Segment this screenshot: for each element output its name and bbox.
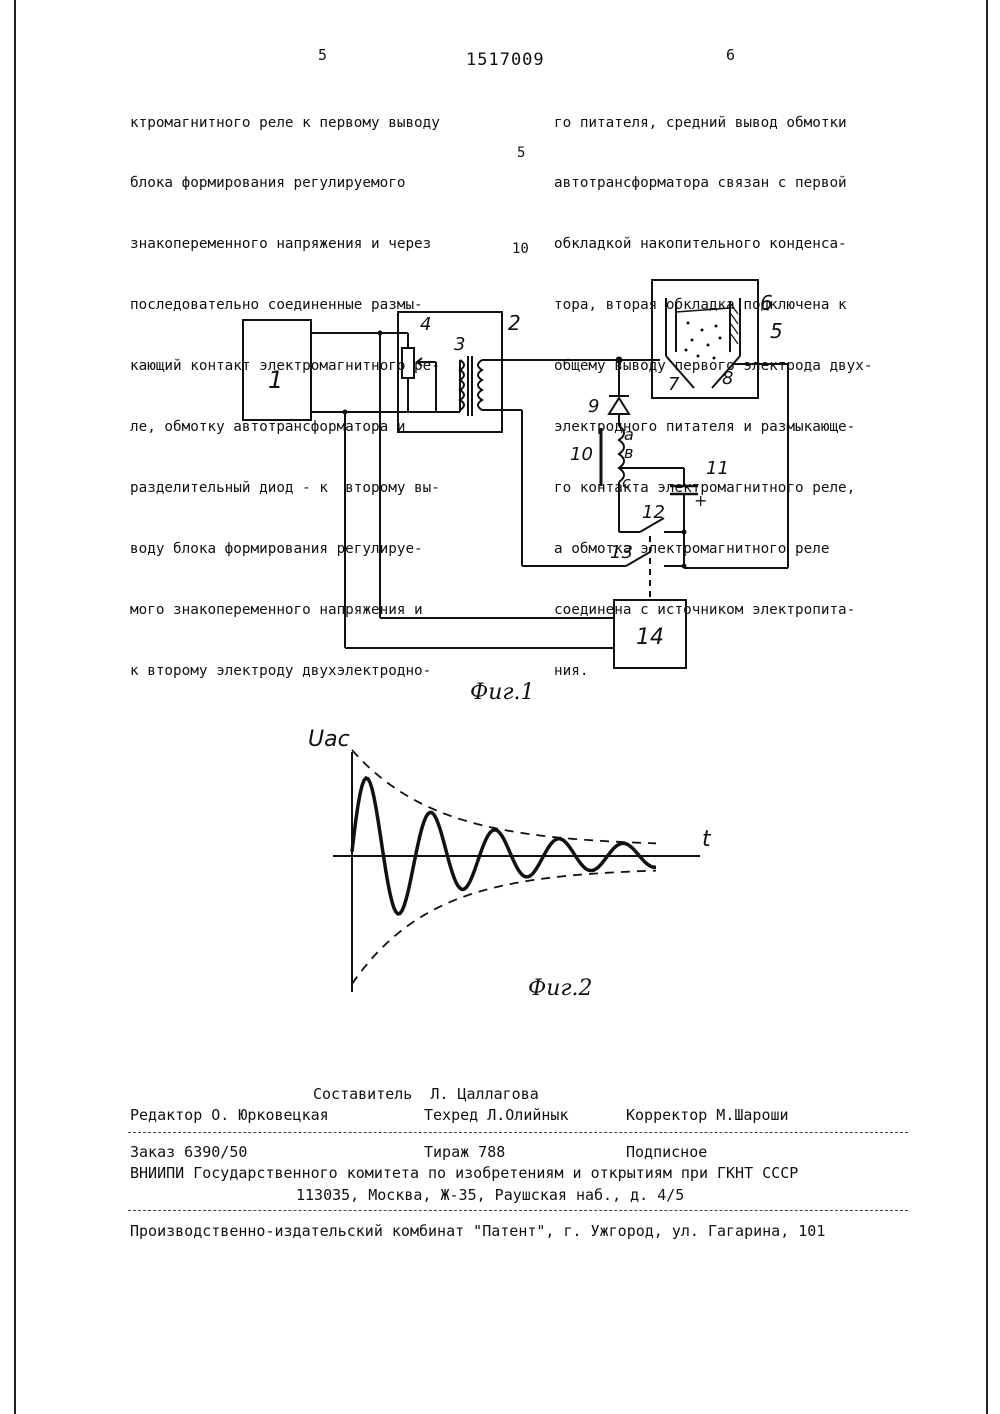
circulation-line: Тираж 788 bbox=[424, 1143, 505, 1161]
label-diode-9: 9 bbox=[588, 396, 599, 417]
label-contact-13: 13 bbox=[610, 542, 633, 563]
compiler-line: Составитель Л. Цаллагова bbox=[313, 1085, 539, 1103]
label-block-2: 2 bbox=[508, 311, 521, 335]
label-electrode-7: 7 bbox=[668, 374, 680, 395]
label-tap-c: c bbox=[622, 473, 631, 492]
label-tap-a: a bbox=[624, 425, 634, 444]
label-plus: + bbox=[694, 491, 707, 510]
divider-rule bbox=[128, 1210, 908, 1211]
editor-line: Редактор О. Юрковецкая bbox=[130, 1106, 329, 1124]
oscillation-curve bbox=[352, 778, 656, 914]
vniipi-line: ВНИИПИ Государственного комитета по изоб… bbox=[130, 1164, 798, 1182]
label-electrode-8: 8 bbox=[722, 368, 733, 389]
label-tap-b: в bbox=[624, 443, 633, 462]
transformer-secondary bbox=[478, 360, 482, 410]
potentiometer-4 bbox=[402, 348, 414, 378]
label-potentiometer-4: 4 bbox=[420, 314, 431, 335]
figure1-circuit-diagram: 1 2 3 4 5 6 7 8 9 10 11 12 13 14 a в c + bbox=[0, 0, 1000, 700]
order-line: Заказ 6390/50 bbox=[130, 1143, 247, 1161]
subscription-line: Подписное bbox=[626, 1143, 707, 1161]
envelope-upper bbox=[352, 750, 656, 843]
figure2-y-label: Uac bbox=[308, 727, 350, 752]
label-transformer-3: 3 bbox=[454, 334, 465, 355]
techred-line: Техред Л.Олийнык bbox=[424, 1106, 569, 1124]
label-capacitor-11: 11 bbox=[706, 458, 729, 479]
corrector-line: Корректор М.Шароши bbox=[626, 1106, 789, 1124]
divider-rule bbox=[128, 1132, 908, 1133]
figure1-caption: Фиг.1 bbox=[470, 680, 535, 705]
figure2-x-label: t bbox=[702, 827, 712, 852]
diode-9 bbox=[609, 398, 629, 414]
figure2-caption: Фиг.2 bbox=[528, 976, 593, 1001]
envelope-lower bbox=[352, 871, 656, 984]
label-relay-10: 10 bbox=[570, 444, 593, 465]
label-electrode-6: 6 bbox=[760, 291, 773, 315]
label-block-14: 14 bbox=[636, 625, 664, 650]
plant-line: Производственно-издательский комбинат "П… bbox=[130, 1222, 825, 1240]
label-block-1: 1 bbox=[268, 366, 283, 394]
label-contact-12: 12 bbox=[642, 502, 665, 523]
label-feeder-5: 5 bbox=[770, 319, 783, 343]
address-line: 113035, Москва, Ж-35, Раушская наб., д. … bbox=[296, 1186, 684, 1204]
